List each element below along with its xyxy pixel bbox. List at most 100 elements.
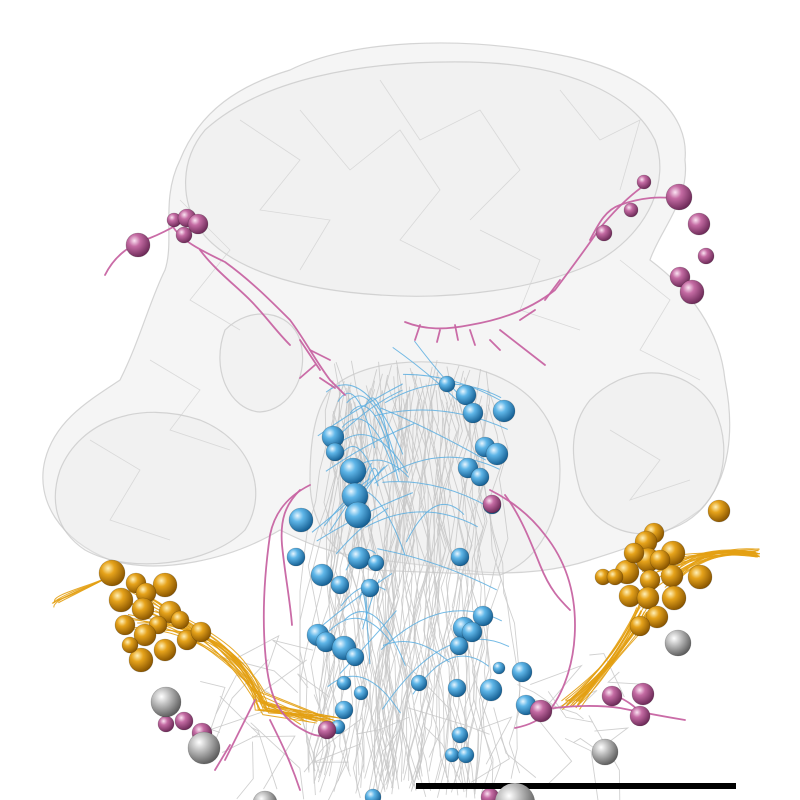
orange-soma bbox=[661, 585, 687, 611]
blue-soma bbox=[447, 678, 467, 698]
blue-soma bbox=[339, 457, 367, 485]
blue-soma bbox=[310, 563, 334, 587]
orange-soma bbox=[153, 638, 177, 662]
orange-soma bbox=[98, 559, 126, 587]
gray-soma bbox=[150, 686, 182, 718]
orange-soma bbox=[649, 549, 671, 571]
blue-fiber bbox=[339, 610, 397, 674]
gray-fiber bbox=[372, 373, 401, 794]
gray-fiber bbox=[411, 371, 465, 793]
magenta-soma bbox=[175, 226, 193, 244]
gray-fiber bbox=[401, 400, 440, 791]
blue-fiber bbox=[325, 423, 415, 472]
blue-fiber bbox=[405, 503, 465, 543]
blue-soma bbox=[511, 661, 533, 683]
blue-soma bbox=[449, 636, 469, 656]
blue-soma bbox=[462, 402, 484, 424]
blue-soma bbox=[492, 399, 516, 423]
blue-soma bbox=[485, 442, 509, 466]
gray-fiber bbox=[354, 385, 390, 776]
gray-branch bbox=[589, 653, 625, 698]
blue-fiber bbox=[374, 456, 500, 484]
orange-soma bbox=[170, 610, 190, 630]
magenta-soma bbox=[157, 715, 175, 733]
gray-fiber bbox=[457, 369, 494, 790]
magenta-soma bbox=[529, 699, 553, 723]
blue-soma bbox=[325, 442, 345, 462]
gray-branch bbox=[407, 707, 490, 735]
magenta-soma bbox=[631, 682, 655, 706]
orange-soma bbox=[128, 647, 154, 673]
blue-soma bbox=[457, 746, 475, 764]
orange-soma bbox=[133, 623, 157, 647]
gray-branch bbox=[370, 727, 402, 798]
blue-fiber bbox=[377, 548, 498, 591]
blue-soma bbox=[450, 547, 470, 567]
gray-fiber bbox=[373, 415, 402, 776]
gray-fiber bbox=[333, 401, 370, 792]
magenta-soma bbox=[317, 720, 337, 740]
blue-fiber bbox=[374, 409, 508, 430]
blue-soma bbox=[479, 678, 503, 702]
gray-branch bbox=[303, 717, 363, 773]
magenta-soma bbox=[665, 183, 693, 211]
gray-fiber bbox=[388, 367, 420, 789]
blue-soma bbox=[461, 621, 483, 643]
blue-soma bbox=[288, 507, 314, 533]
magenta-soma bbox=[174, 711, 194, 731]
blue-fiber bbox=[392, 346, 458, 401]
blue-soma bbox=[367, 554, 385, 572]
gray-branch bbox=[210, 659, 269, 753]
orange-soma bbox=[645, 605, 669, 629]
gray-branch bbox=[517, 684, 558, 708]
gray-fiber bbox=[375, 401, 426, 793]
gray-fiber bbox=[481, 404, 502, 795]
gray-branch bbox=[250, 722, 305, 800]
blue-fiber bbox=[335, 507, 389, 555]
gray-branch bbox=[297, 673, 331, 698]
gray-branch bbox=[313, 743, 362, 763]
gray-fiber bbox=[413, 376, 442, 797]
blue-soma bbox=[345, 647, 365, 667]
blue-soma bbox=[360, 578, 380, 598]
magenta-soma bbox=[679, 279, 705, 305]
orange-soma bbox=[687, 564, 713, 590]
blue-fiber bbox=[346, 395, 400, 473]
orange-soma bbox=[707, 499, 731, 523]
gray-branch bbox=[272, 639, 314, 663]
gray-branch bbox=[530, 664, 583, 710]
blue-soma bbox=[410, 674, 428, 692]
orange-soma bbox=[623, 542, 645, 564]
magenta-soma bbox=[669, 266, 691, 288]
magenta-soma bbox=[125, 232, 151, 258]
gray-soma bbox=[495, 783, 535, 800]
somata bbox=[98, 174, 731, 800]
blue-soma bbox=[444, 747, 460, 763]
gray-branch bbox=[313, 694, 336, 793]
gray-branch bbox=[236, 741, 254, 800]
magenta-soma bbox=[595, 224, 613, 242]
blue-fiber bbox=[320, 572, 393, 628]
orange-fiber-left bbox=[151, 621, 317, 724]
blue-soma bbox=[344, 501, 372, 529]
orange-soma bbox=[152, 572, 178, 598]
gray-branch bbox=[327, 723, 356, 800]
magenta-soma bbox=[482, 494, 502, 514]
magenta-soma bbox=[629, 705, 651, 727]
gray-branch bbox=[478, 716, 513, 765]
gray-branch bbox=[493, 707, 537, 778]
magenta-soma bbox=[636, 174, 652, 190]
blue-soma bbox=[330, 575, 350, 595]
orange-soma bbox=[121, 636, 139, 654]
blue-fiber bbox=[336, 434, 409, 474]
blue-fiber bbox=[337, 392, 376, 449]
gray-fiber bbox=[415, 370, 464, 791]
blue-fiber bbox=[364, 511, 478, 528]
gray-branch bbox=[209, 710, 267, 733]
orange-soma bbox=[629, 615, 651, 637]
gray-fiber bbox=[419, 377, 459, 798]
gray-branch bbox=[200, 681, 226, 744]
blue-fiber bbox=[344, 611, 406, 666]
gray-branch bbox=[237, 634, 280, 668]
magenta-soma bbox=[187, 213, 209, 235]
